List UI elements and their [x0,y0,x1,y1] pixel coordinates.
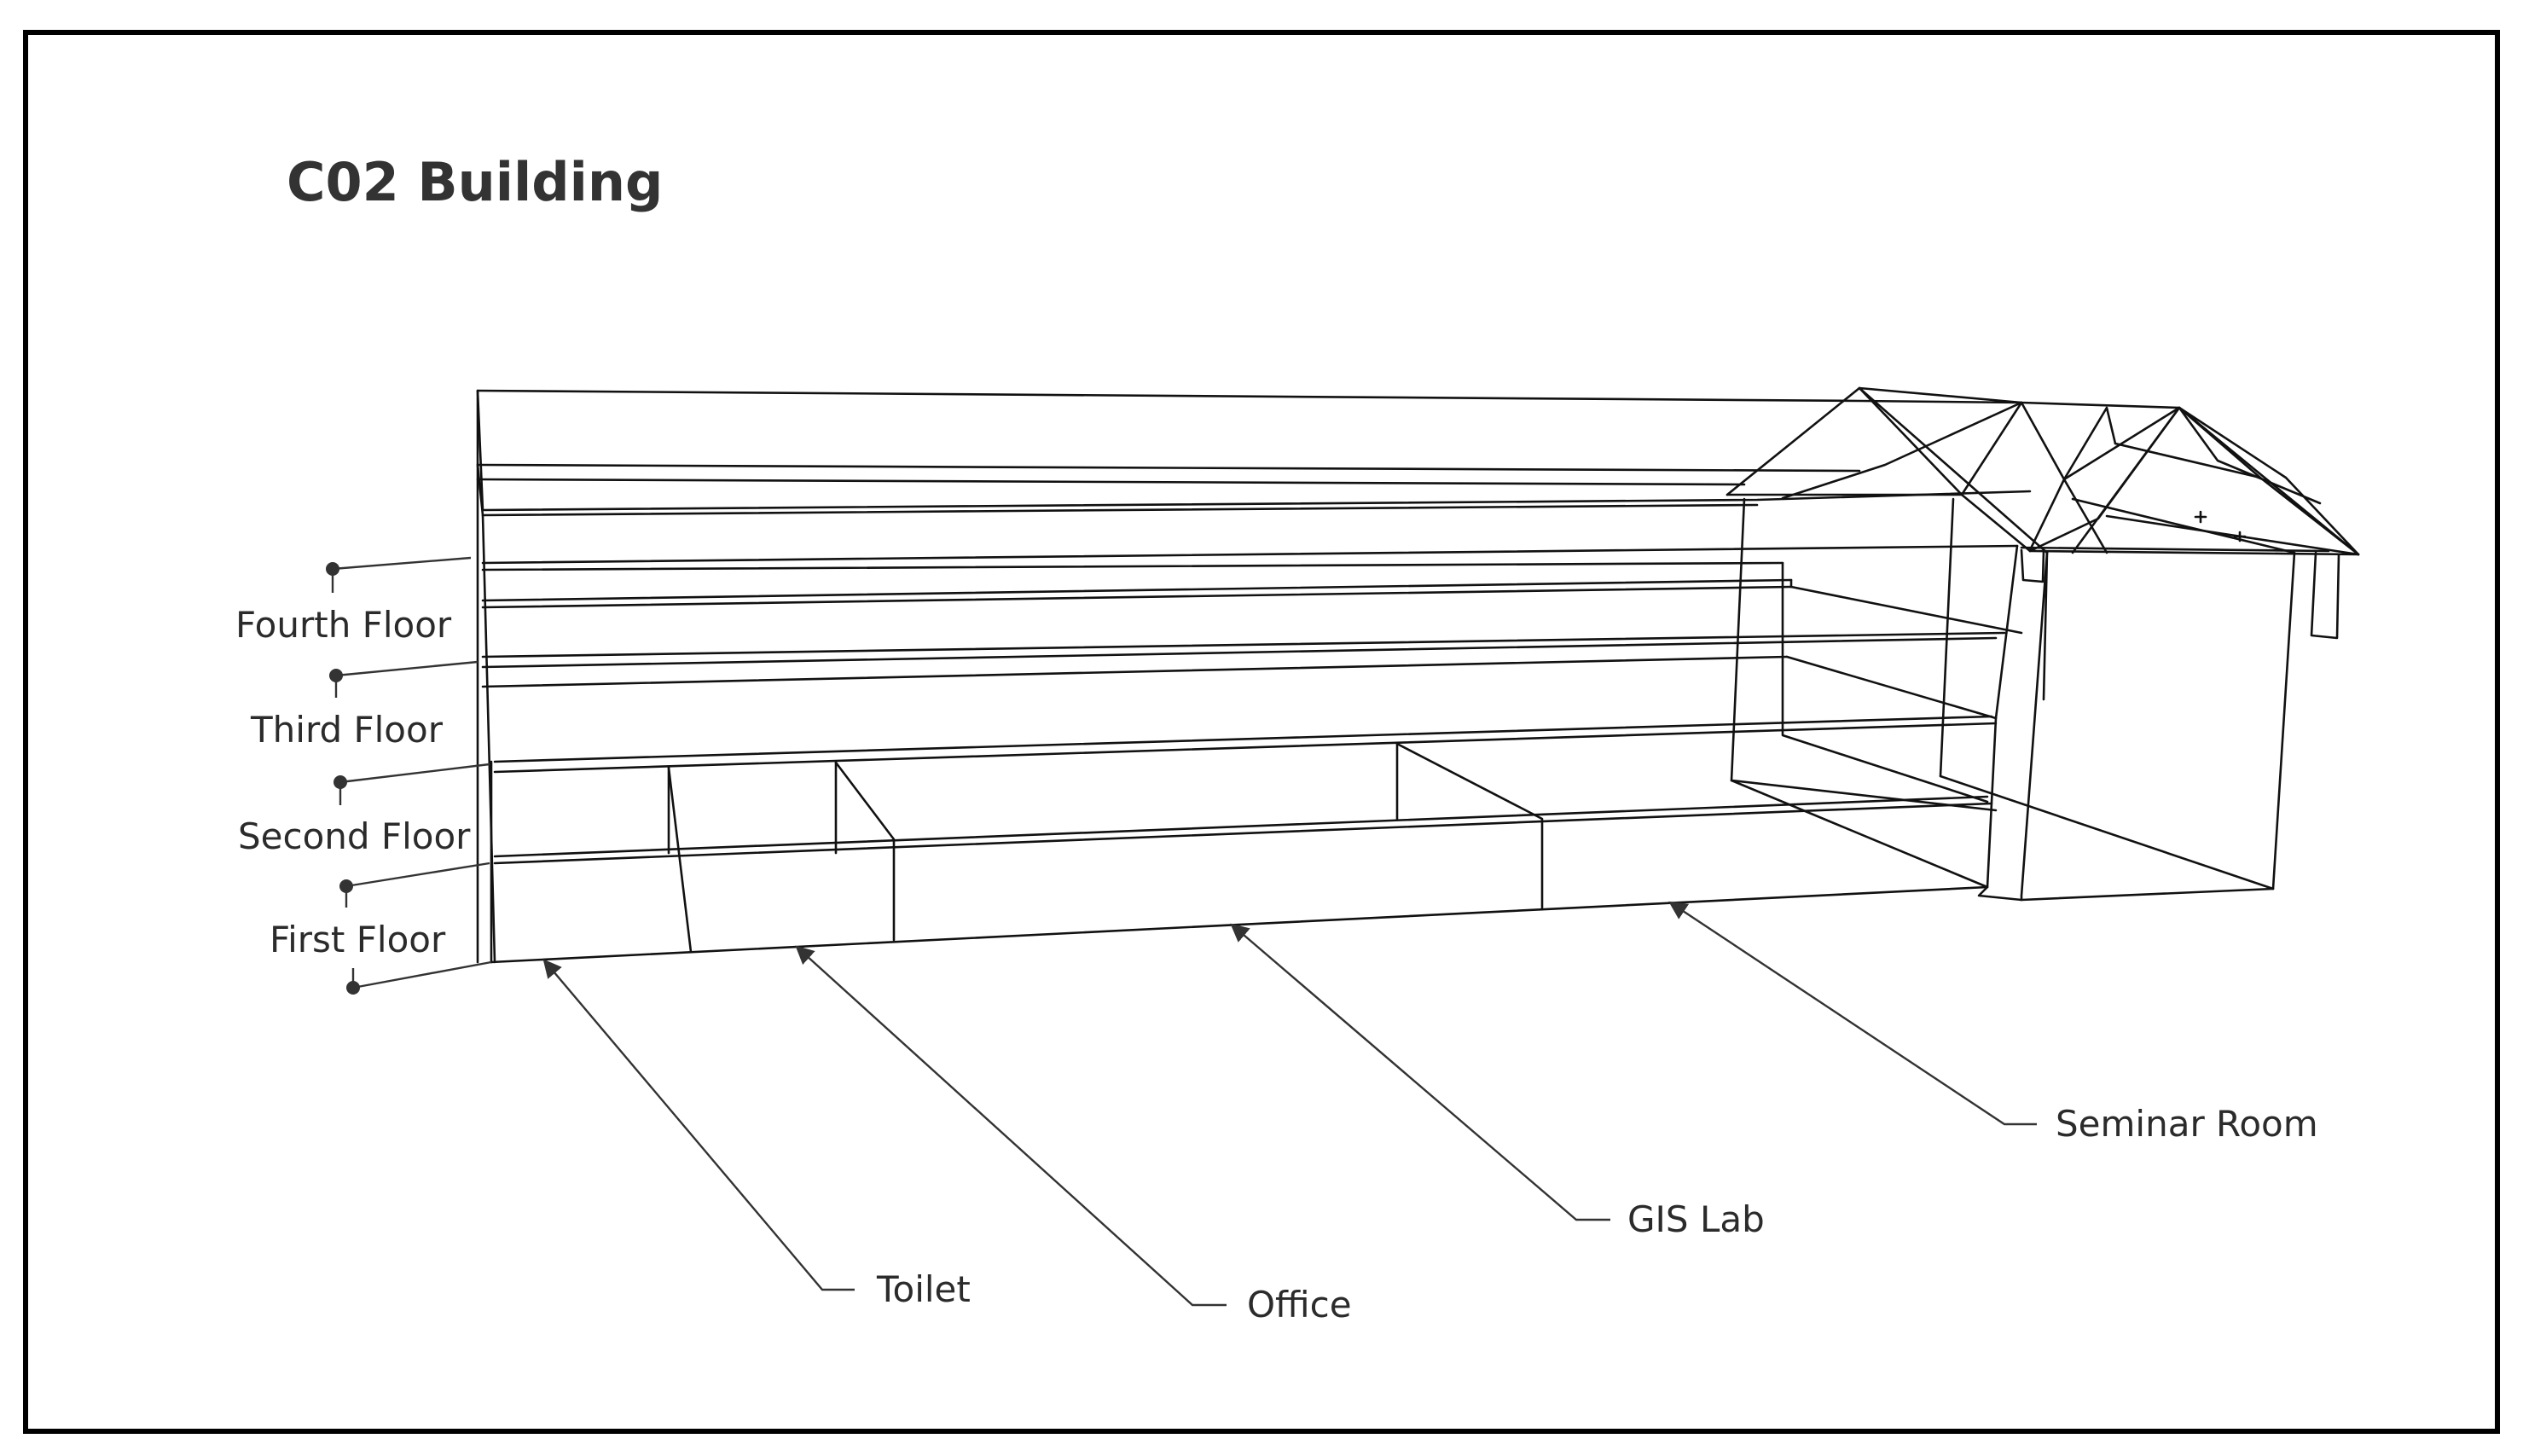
floor-callout-third: Third Floor [250,660,478,751]
leader-dot [329,669,343,682]
fourth-floor-label: Fourth Floor [235,604,452,646]
third-floor-label: Third Floor [250,709,444,751]
room-callout-seminar-room: Seminar Room [1668,901,2318,1145]
leader-dot [346,981,360,995]
building-wireframe [476,386,2360,964]
leader-line [345,861,490,888]
room-callout-toilet: Toilet [542,959,971,1310]
leader-dot [334,775,347,789]
floor-callout-second: Second Floor [238,763,490,857]
leader-dot [326,562,339,576]
seminar-room-label: Seminar Room [2056,1103,2318,1145]
first-floor-label: First Floor [270,919,446,960]
room-callout-gis-lab: GIS Lab [1230,923,1765,1240]
leader-dot [339,879,353,893]
outer-border [23,30,2500,1434]
toilet-label: Toilet [876,1268,971,1310]
leader-line [339,763,490,784]
second-floor-label: Second Floor [238,815,471,857]
leader-line [332,556,472,571]
diagram-title: C02 Building [287,151,663,213]
leader-arrow [1230,923,1610,1221]
leader-arrow [795,945,1227,1307]
room-callout-office: Office [795,945,1352,1325]
gis-lab-label: GIS Lab [1627,1198,1765,1240]
floor-callout-first: First Floor [270,861,492,995]
leader-line [352,960,492,989]
leader-arrow [1668,901,2037,1126]
floor-callout-fourth: Fourth Floor [235,556,472,646]
leader-line [335,660,478,677]
leader-arrow [542,959,855,1291]
office-label: Office [1247,1284,1352,1325]
